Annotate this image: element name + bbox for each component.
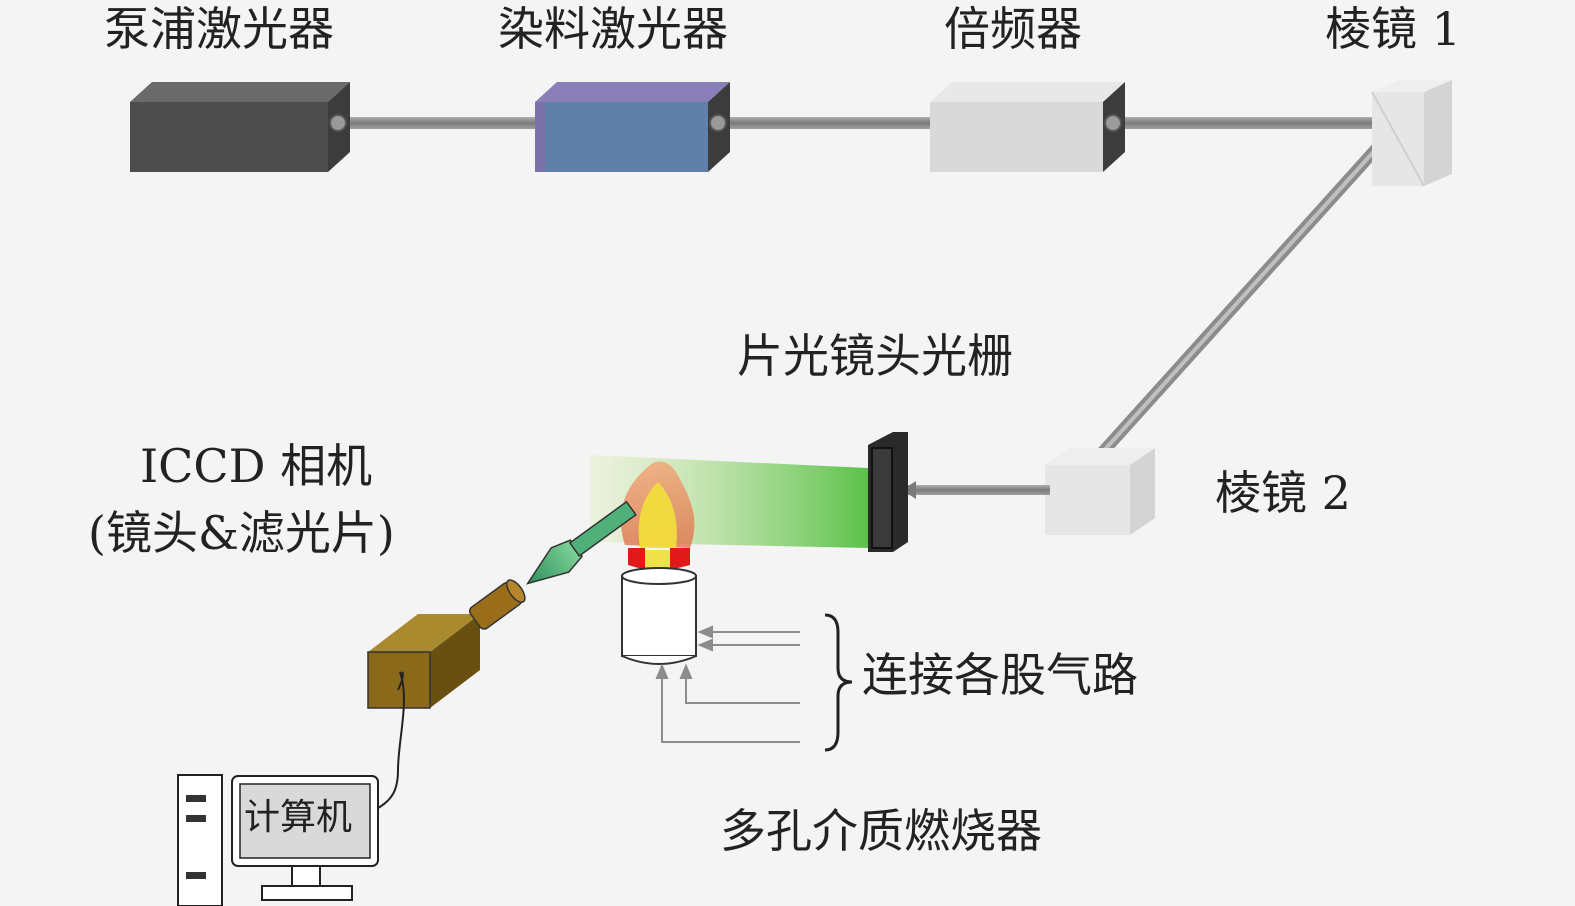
pump-laser-label: 泵浦激光器 bbox=[104, 2, 334, 56]
sheet-lens-grating-label: 片光镜头光栅 bbox=[737, 329, 1013, 383]
flame bbox=[620, 461, 695, 572]
prism-2-label: 棱镜 2 bbox=[1215, 466, 1351, 520]
beam-diagonal bbox=[1095, 123, 1400, 460]
camera-cable bbox=[377, 671, 405, 809]
gas-lines-label: 连接各股气路 bbox=[862, 648, 1138, 702]
prism-2-cube bbox=[1045, 448, 1155, 535]
iccd-camera-sublabel: (镜头&滤光片) bbox=[88, 506, 395, 560]
gas-inlet-lines bbox=[655, 625, 800, 743]
computer-label: 计算机 bbox=[244, 797, 353, 838]
gas-lines-brace bbox=[824, 613, 853, 752]
frequency-doubler-box bbox=[930, 82, 1125, 172]
iccd-camera-label: ICCD 相机 bbox=[140, 439, 373, 493]
camera-icon bbox=[367, 500, 637, 709]
grating-icon bbox=[868, 432, 908, 552]
dye-laser-label: 染料激光器 bbox=[498, 2, 728, 56]
prism-1-label: 棱镜 1 bbox=[1325, 2, 1461, 56]
prism-1-cube bbox=[1371, 80, 1452, 187]
pump-laser-box bbox=[130, 82, 350, 172]
burner-icon bbox=[621, 567, 697, 665]
burner-label: 多孔介质燃烧器 bbox=[720, 804, 1042, 858]
beam-to-grating bbox=[902, 481, 1050, 499]
frequency-doubler-label: 倍频器 bbox=[944, 2, 1082, 56]
dye-laser-box bbox=[535, 82, 730, 172]
beam-top bbox=[340, 117, 1380, 129]
computer-icon bbox=[177, 774, 379, 906]
